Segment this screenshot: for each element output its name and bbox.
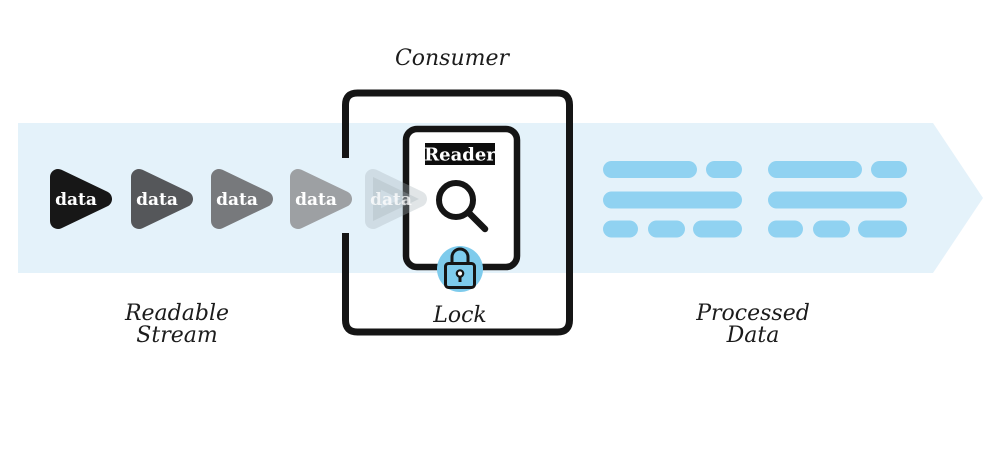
reader-label-bg — [425, 143, 495, 165]
reader-label: Reader — [424, 145, 496, 166]
processed-data-caption-line1: Processed — [695, 301, 810, 326]
data-chunk-label: data — [370, 190, 412, 210]
data-chunk-label: data — [216, 190, 258, 210]
lock-icon — [437, 246, 483, 292]
processed-data-bar — [603, 220, 638, 238]
processed-data-bar — [768, 191, 907, 209]
data-chunk-5: data — [370, 177, 419, 221]
data-chunk-3: data — [216, 177, 265, 221]
consumer-box — [342, 89, 573, 336]
data-chunk-2: data — [136, 177, 185, 221]
processed-data-bar — [706, 161, 742, 178]
lock-badge-circle — [437, 246, 483, 292]
processed-data-bar — [603, 191, 742, 209]
processed-data-bar — [768, 220, 803, 238]
data-chunk-label: data — [136, 190, 178, 210]
data-chunk-4: data — [295, 177, 344, 221]
consumer-caption: Consumer — [395, 46, 511, 71]
processed-data-bar — [603, 161, 697, 178]
search-icon — [436, 180, 489, 233]
processed-data-bar — [693, 220, 742, 238]
readable-stream-caption-line2: Stream — [136, 323, 217, 348]
processed-data-bar — [768, 161, 862, 178]
lock-caption: Lock — [432, 303, 487, 328]
processed-data-bar — [813, 220, 850, 238]
data-chunk-1: data — [55, 177, 104, 221]
readable-stream-caption-line1: Readable — [124, 301, 229, 326]
processed-data-bar — [648, 220, 685, 238]
processed-data-caption-line2: Data — [726, 323, 780, 348]
processed-data-bar — [871, 161, 907, 178]
processed-data-bar — [858, 220, 907, 238]
processed-data-bars — [603, 161, 907, 238]
data-chunk-label: data — [295, 190, 337, 210]
data-chunk-label: data — [55, 190, 97, 210]
